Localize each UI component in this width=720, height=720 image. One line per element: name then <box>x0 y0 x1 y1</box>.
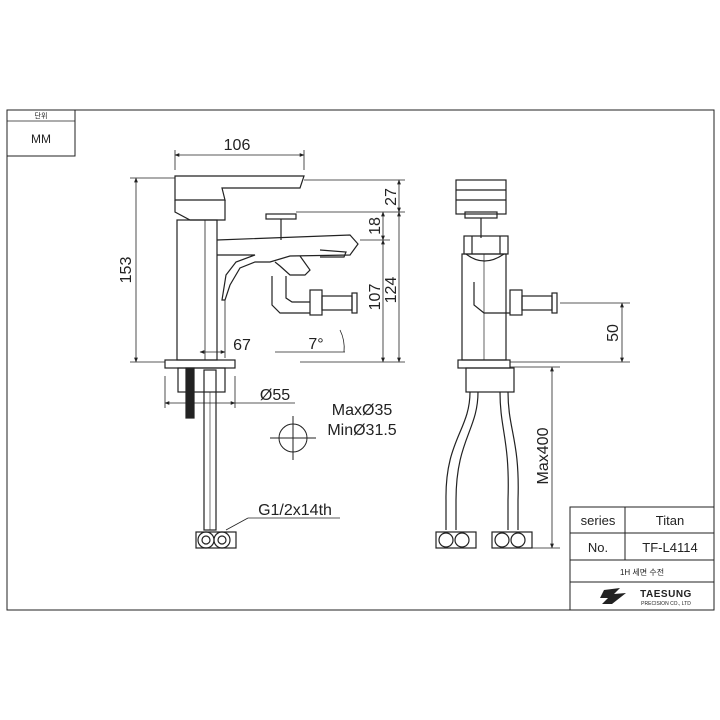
dim-55-label: Ø55 <box>260 387 290 404</box>
unit-box: 단위 MM <box>6 109 76 157</box>
thread-spec-label: G1/2x14th <box>258 502 332 519</box>
side-view-faucet <box>164 175 359 549</box>
front-view-dimensions <box>510 302 630 549</box>
series-value: Titan <box>656 513 684 528</box>
side-view-dimensions <box>130 150 405 531</box>
drawing-frame <box>6 109 715 611</box>
taesung-logo: TAESUNG PRECISION CO., LTD <box>600 588 692 607</box>
unit-header: 단위 <box>35 111 48 120</box>
logo-name: TAESUNG <box>640 589 692 600</box>
front-view-faucet <box>435 179 558 549</box>
dim-67-label: 67 <box>233 337 251 354</box>
dim-124-label: 124 <box>383 277 400 304</box>
product-description: 1H 세면 수전 <box>620 567 664 577</box>
hole-min-label: MinØ31.5 <box>327 422 396 439</box>
unit-value: MM <box>31 132 51 146</box>
dim-max400-label: Max400 <box>535 427 552 484</box>
series-label: series <box>581 513 616 528</box>
hole-max-label: MaxØ35 <box>332 402 393 419</box>
hole-symbol <box>270 416 316 460</box>
no-value: TF-L4114 <box>642 540 697 555</box>
no-label: No. <box>588 540 608 555</box>
side-view-labels: 106 153 27 18 124 107 67 7° Ø55 G1/2x14t… <box>118 137 400 519</box>
dim-27-label: 27 <box>383 188 400 206</box>
dim-18-label: 18 <box>367 217 384 235</box>
dim-106-label: 106 <box>224 137 251 154</box>
dim-107-label: 107 <box>367 284 384 311</box>
logo-sub: PRECISION CO., LTD <box>641 601 691 607</box>
title-block <box>569 506 715 611</box>
logo-mark-icon <box>600 588 626 604</box>
dim-153-label: 153 <box>118 257 135 284</box>
angle-label: 7° <box>308 336 323 353</box>
dim-50-label: 50 <box>605 324 622 342</box>
